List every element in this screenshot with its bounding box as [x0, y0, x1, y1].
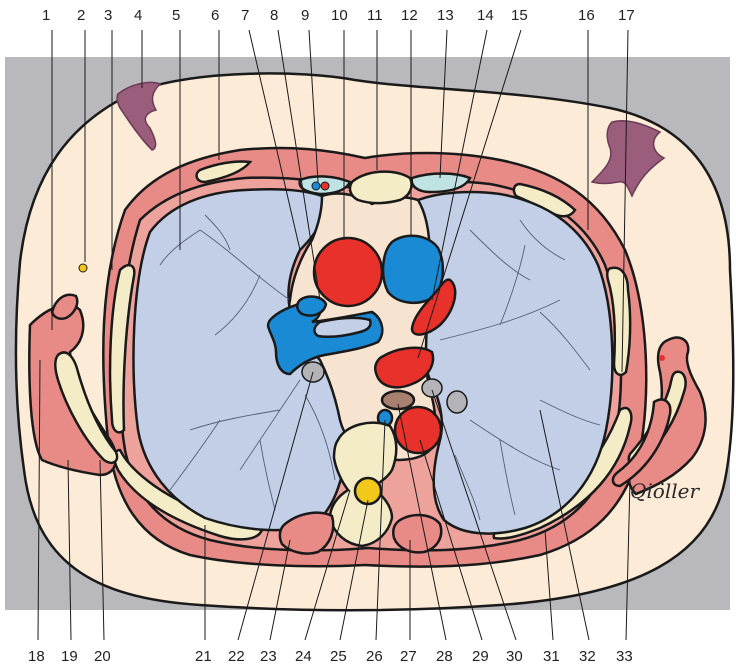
label-30: 30: [506, 648, 523, 665]
lymph-node-right-b: [447, 391, 467, 413]
label-26: 26: [366, 648, 383, 665]
label-20: 20: [94, 648, 111, 665]
label-21: 21: [195, 648, 212, 665]
label-11: 11: [367, 7, 383, 24]
label-18: 18: [28, 648, 45, 665]
label-13: 13: [437, 7, 454, 24]
internal-thoracic-artery: [321, 182, 329, 190]
lymph-node-right-a: [422, 379, 442, 397]
label-27: 27: [400, 648, 417, 665]
marker-dot-red: [659, 355, 665, 361]
paravertebral-muscle-right: [393, 515, 441, 552]
label-4: 4: [134, 7, 142, 24]
label-22: 22: [228, 648, 245, 665]
label-32: 32: [579, 648, 596, 665]
label-1: 1: [42, 7, 50, 24]
label-16: 16: [578, 7, 595, 24]
label-25: 25: [330, 648, 347, 665]
label-10: 10: [331, 7, 348, 24]
label-7: 7: [241, 7, 249, 24]
label-8: 8: [270, 7, 278, 24]
descending-aorta: [395, 407, 441, 453]
pulmonary-vein-left: [297, 297, 326, 316]
sternum: [350, 172, 412, 203]
label-3: 3: [104, 7, 112, 24]
internal-thoracic-vein: [312, 182, 320, 190]
label-31: 31: [543, 648, 560, 665]
label-5: 5: [172, 7, 180, 24]
label-19: 19: [61, 648, 78, 665]
label-14: 14: [477, 7, 494, 24]
artist-signature: Qiöller: [630, 479, 700, 503]
labels-top: 1 2 3 4 5 6 7 8 9 10 11 12 13 14 15 16 1…: [42, 7, 635, 24]
label-9: 9: [301, 7, 309, 24]
label-24: 24: [295, 648, 312, 665]
label-2: 2: [77, 7, 85, 24]
label-17: 17: [618, 7, 635, 24]
labels-bottom: 18 19 20 21 22 23 24 25 26 27 28 29 30 3…: [28, 648, 633, 665]
label-23: 23: [260, 648, 277, 665]
label-6: 6: [211, 7, 219, 24]
label-12: 12: [401, 7, 418, 24]
ascending-aorta: [314, 238, 382, 306]
right-lung: [415, 192, 612, 534]
label-29: 29: [472, 648, 489, 665]
marker-dot-yellow: [79, 264, 87, 272]
label-28: 28: [436, 648, 453, 665]
label-15: 15: [511, 7, 528, 24]
label-33: 33: [616, 648, 633, 665]
